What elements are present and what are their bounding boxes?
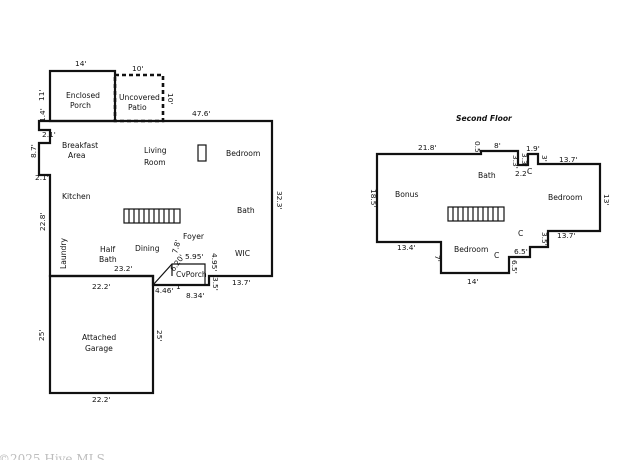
dim-22-8: 22.8'	[38, 213, 47, 232]
room-label-breakfast-2: Area	[68, 151, 85, 160]
room-label-laundry: Laundry	[59, 238, 68, 269]
dim-8-7: 8.7'	[29, 144, 38, 158]
dim-14: 14'	[467, 277, 478, 286]
room-label-bedroom-a: Bedroom	[454, 245, 488, 254]
dim-patio-top: 10'	[132, 64, 143, 73]
room-label-bath: Bath	[237, 206, 255, 215]
uncovered-patio-outline	[113, 73, 165, 123]
dim-3-3-a: 3.3'	[511, 155, 520, 169]
dim-6-5-b: 6.5'	[510, 260, 519, 274]
fireplace-icon	[197, 144, 207, 162]
room-label-enclosed-1: Enclosed	[66, 91, 100, 100]
dim-2-1-bottom: 2.1'	[35, 173, 49, 182]
dim-23-2: 23.2'	[114, 264, 133, 273]
dim-18-5: 18.5'	[369, 189, 378, 208]
dim-garage-left: 25'	[37, 330, 46, 341]
watermark-text: ©2025 Hive MLS	[0, 452, 105, 460]
dim-6-5-a: 6.5'	[514, 247, 528, 256]
dim-patio-side: 10'	[166, 93, 175, 104]
dim-4-95: 4.95'	[210, 253, 219, 272]
cvporch-outline	[152, 263, 206, 286]
second-floor-title: Second Floor	[456, 114, 513, 123]
room-label-foyer: Foyer	[183, 232, 205, 241]
room-label-bath-2: Bath	[478, 171, 496, 180]
dim-1-9: 1.9'	[526, 144, 540, 153]
room-label-garage-1: Attached	[82, 333, 116, 342]
room-label-closet-2: C	[518, 229, 523, 238]
room-label-bedroom: Bedroom	[226, 149, 260, 158]
dim-13-7: 13.7'	[232, 278, 251, 287]
stairs-first-floor	[123, 208, 181, 224]
dim-7: 7'	[433, 255, 442, 262]
room-label-living-2: Room	[144, 158, 166, 167]
dim-3: 3'	[540, 155, 549, 162]
stairs-second-floor	[447, 206, 505, 222]
dim-13-7-top: 13.7'	[559, 155, 578, 164]
dim-4-46: 4.46'	[155, 286, 174, 295]
dim-32-3: 32.3'	[275, 191, 284, 210]
dim-porch-side: 11'	[37, 90, 46, 101]
room-label-closet-3: C	[494, 251, 499, 260]
dim-2-1-top: 2.1'	[42, 130, 56, 139]
dim-13-4: 13.4'	[397, 243, 416, 252]
dim-3-5: 3.5'	[211, 277, 220, 291]
room-label-half-bath-1: Half	[100, 245, 115, 254]
room-label-closet-1: C	[527, 167, 532, 176]
dim-8-34: 8.34'	[186, 291, 205, 300]
dim-1-4: 1.4'	[38, 108, 47, 122]
dim-22-2-bottom: 22.2'	[92, 395, 111, 404]
dim-13-7-bottom: 13.7'	[557, 231, 576, 240]
room-label-half-bath-2: Bath	[99, 255, 117, 264]
dim-1: 1'	[176, 282, 183, 291]
room-label-bedroom-b: Bedroom	[548, 193, 582, 202]
dim-7-8: 7.8'	[170, 239, 182, 255]
dim-22-2-top: 22.2'	[92, 282, 111, 291]
room-label-patio-2: Patio	[128, 103, 147, 112]
room-label-garage-2: Garage	[85, 344, 113, 353]
room-label-cvporch: CvPorch	[176, 270, 207, 279]
dim-garage-right: 25'	[155, 330, 164, 341]
room-label-wic: WIC	[235, 249, 250, 258]
dim-3-5-b: 3.5'	[540, 232, 549, 246]
dim-5-95: 5.95'	[185, 252, 204, 261]
dim-house-top: 47.6'	[192, 109, 211, 118]
garage-outline	[48, 274, 155, 395]
room-label-enclosed-2: Porch	[70, 101, 91, 110]
room-label-kitchen: Kitchen	[62, 192, 91, 201]
room-label-dining: Dining	[135, 244, 160, 253]
dim-0-5: 0.5'	[473, 141, 482, 155]
room-label-living-1: Living	[144, 146, 167, 155]
dim-13: 13'	[602, 194, 611, 205]
room-label-patio-1: Uncovered	[119, 93, 160, 102]
dim-8: 8'	[494, 141, 501, 150]
dim-21-8: 21.8'	[418, 143, 437, 152]
dim-2-2: 2.2'	[515, 169, 529, 178]
room-label-breakfast-1: Breakfast	[62, 141, 98, 150]
dim-3-3-b: 3.3'	[520, 153, 529, 167]
second-floor-outline	[375, 149, 602, 275]
room-label-bonus: Bonus	[395, 190, 418, 199]
dim-porch-top: 14'	[75, 59, 86, 68]
